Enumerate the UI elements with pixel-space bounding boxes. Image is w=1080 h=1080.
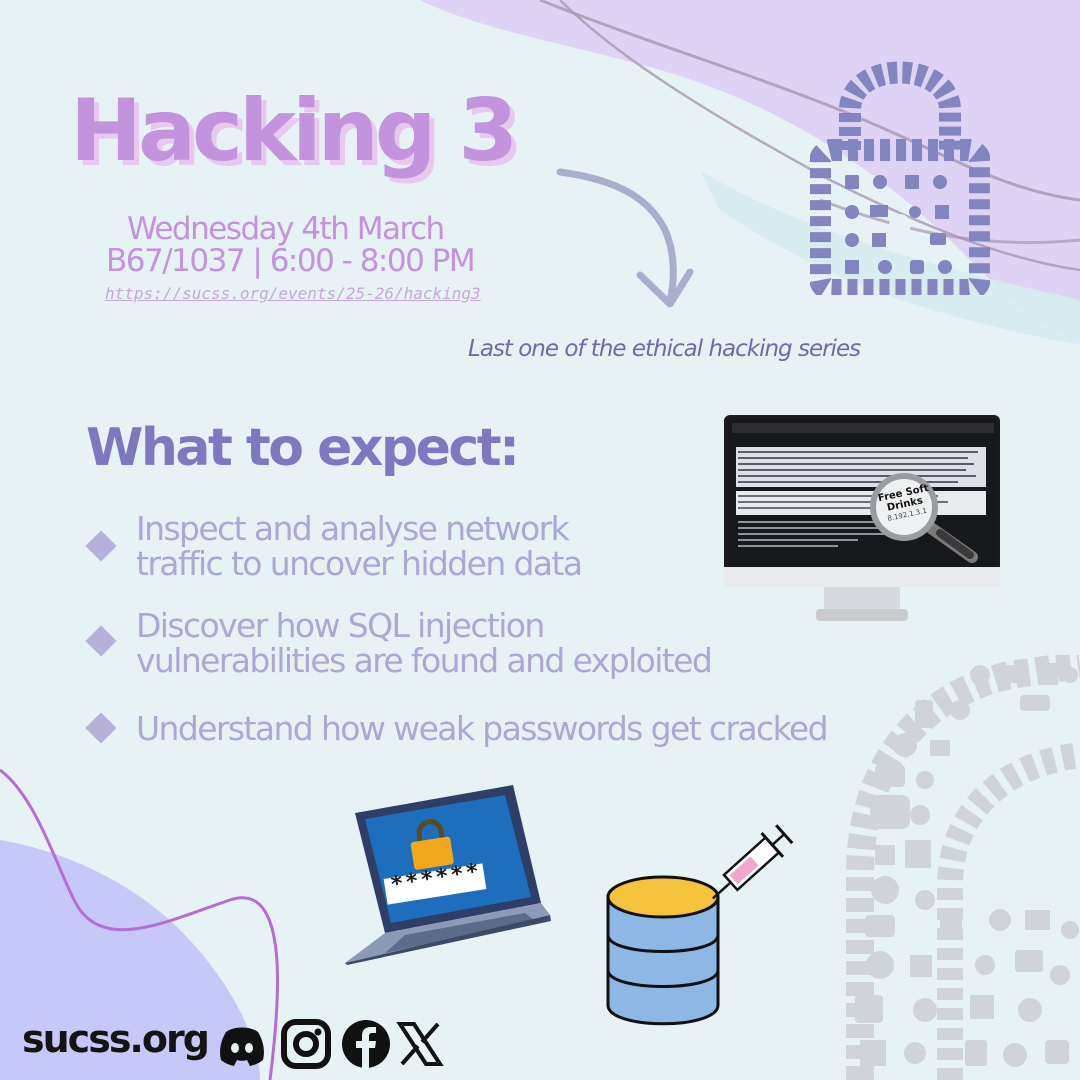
bullet-network-traffic: Inspect and analyse network traffic to u…	[136, 509, 583, 583]
bullet-line: Inspect and analyse network	[136, 509, 570, 548]
site-name[interactable]: sucss.org	[22, 1017, 210, 1061]
database-syringe-illustration	[606, 824, 794, 1026]
event-date: Wednesday 4th March	[127, 211, 445, 247]
instagram-icon[interactable]	[280, 1018, 332, 1070]
mauve-wave-1	[539, 0, 1080, 202]
bullet-line: Understand how weak passwords get cracke…	[136, 709, 829, 748]
bullet-weak-passwords: Understand how weak passwords get cracke…	[136, 709, 829, 748]
event-location-time: B67/1037 | 6:00 - 8:00 PM	[106, 243, 476, 279]
padlock-collage-icon	[810, 61, 990, 295]
facebook-icon[interactable]	[340, 1018, 392, 1070]
discord-icon[interactable]	[216, 1018, 268, 1070]
series-tagline: Last one of the ethical hacking series	[468, 336, 861, 362]
mauve-wave-2	[559, 0, 1080, 272]
curved-arrow	[556, 168, 677, 304]
purple-curve-line	[0, 768, 280, 1080]
curved-arrow-head	[636, 268, 694, 308]
bullet-line: Discover how SQL injection	[136, 606, 545, 645]
event-link[interactable]: https://sucss.org/events/25-26/hacking3	[105, 284, 481, 303]
bullet-sql-injection: Discover how SQL injection vulnerabiliti…	[136, 606, 713, 680]
event-title: Hacking 3	[70, 81, 518, 181]
grey-icon-collage	[846, 655, 1080, 1080]
what-to-expect-heading: What to expect:	[86, 418, 520, 478]
blue-blob-bottom-left	[0, 840, 260, 1080]
bullet-line: traffic to uncover hidden data	[136, 544, 583, 583]
bullet-line: vulnerabilities are found and exploited	[136, 641, 713, 680]
light-blue-blob	[700, 170, 1080, 345]
x-icon[interactable]	[396, 1018, 444, 1070]
monitor-illustration	[724, 415, 1000, 621]
laptop-illustration	[345, 785, 551, 965]
